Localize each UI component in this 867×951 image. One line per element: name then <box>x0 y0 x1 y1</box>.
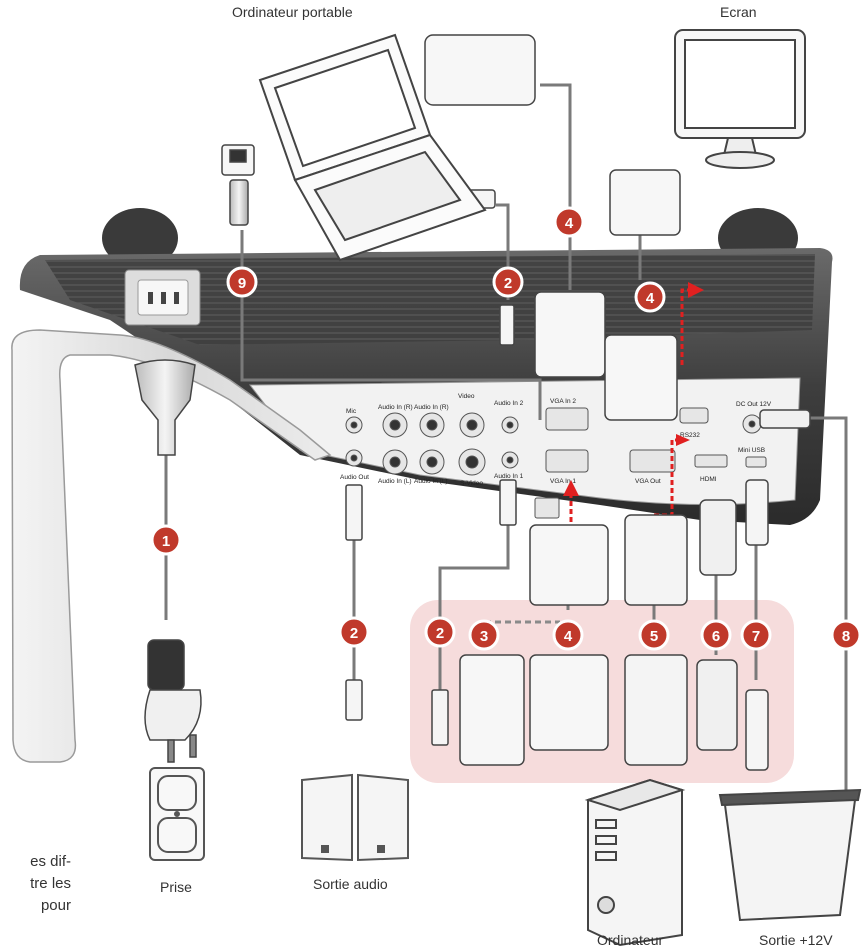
port-label-mic: Mic <box>346 408 357 415</box>
cut-text-line-1: es dif- <box>30 853 71 870</box>
port-label-audio-out: Audio Out <box>340 474 369 481</box>
marker-6: 6 <box>700 619 732 651</box>
marker-8-text: 8 <box>842 628 850 645</box>
projector-knob-left <box>102 208 178 268</box>
port-panel <box>345 407 767 519</box>
speakers <box>301 773 409 862</box>
marker-9: 9 <box>226 266 258 298</box>
cut-text-line-2: tre les <box>30 875 71 892</box>
marker-4-screen: 4 <box>634 281 666 313</box>
projector-back-panel <box>248 377 801 506</box>
projector-stand <box>11 329 332 763</box>
marker-2-computer: 2 <box>424 616 456 648</box>
port-label-svideo: S-Video <box>460 480 483 487</box>
port-label-vga-out: VGA Out <box>635 478 661 485</box>
port-labels: Mic Audio Out Audio In (R) Audio In (R) … <box>340 393 772 487</box>
marker-2c-text: 2 <box>436 625 444 642</box>
port-label-audio-in-l2: Audio In (L) <box>414 478 448 485</box>
port-label-audio-in2: Audio In 2 <box>494 400 524 407</box>
marker-4-computer: 4 <box>552 619 584 651</box>
label-laptop: Ordinateur portable <box>232 4 353 20</box>
marker-6-text: 6 <box>712 628 720 645</box>
marker-5-text: 5 <box>650 628 658 645</box>
port-label-rs232: RS232 <box>680 432 700 439</box>
marker-2a-text: 2 <box>504 275 512 292</box>
marker-4c-text: 4 <box>564 628 573 645</box>
port-label-audio-in-r2: Audio In (R) <box>414 404 449 411</box>
marker-4-laptop: 4 <box>553 206 585 238</box>
marker-1: 1 <box>150 524 182 556</box>
label-out12v: Sortie +12V <box>759 932 833 948</box>
port-label-vga-in2: VGA In 2 <box>550 398 576 405</box>
marker-5: 5 <box>638 619 670 651</box>
label-screen: Ecran <box>720 4 757 20</box>
port-label-hdmi: HDMI <box>700 476 717 483</box>
cut-text: es dif- tre les pour <box>30 851 71 917</box>
marker-7: 7 <box>740 619 772 651</box>
laptop <box>258 33 487 262</box>
computer-tower <box>584 778 686 947</box>
marker-7-text: 7 <box>752 628 760 645</box>
port-label-audio-in1: Audio In 1 <box>494 473 524 480</box>
wall-outlet <box>149 767 205 861</box>
port-label-audio-in-l1: Audio In (L) <box>378 478 412 485</box>
screen-monitor <box>674 29 806 169</box>
marker-8: 8 <box>830 619 862 651</box>
label-computer: Ordinateur <box>597 932 664 948</box>
marker-3: 3 <box>468 619 500 651</box>
marker-4b-text: 4 <box>646 290 655 307</box>
marker-3-text: 3 <box>480 628 488 645</box>
marker-2-laptop: 2 <box>492 266 524 298</box>
port-label-audio-in-r1: Audio In (R) <box>378 404 413 411</box>
cut-text-line-3: pour <box>40 897 71 914</box>
port-label-video: Video <box>458 393 475 400</box>
marker-9-text: 9 <box>238 275 246 292</box>
port-label-mini-usb: Mini USB <box>738 447 765 454</box>
markers: 1 9 2 4 4 2 2 3 <box>150 206 862 651</box>
arrow-heads <box>563 282 704 496</box>
marker-4a-text: 4 <box>565 215 574 232</box>
marker-2-audio: 2 <box>338 616 370 648</box>
label-audio-out: Sortie audio <box>313 876 388 892</box>
projection-screen <box>718 788 862 922</box>
port-label-vga-in1: VGA In 1 <box>550 478 576 485</box>
marker-1-text: 1 <box>162 533 170 550</box>
marker-2b-text: 2 <box>350 625 358 642</box>
port-label-dc-out: DC Out 12V <box>736 401 772 408</box>
label-outlet: Prise <box>160 879 192 895</box>
connectors <box>134 34 811 771</box>
